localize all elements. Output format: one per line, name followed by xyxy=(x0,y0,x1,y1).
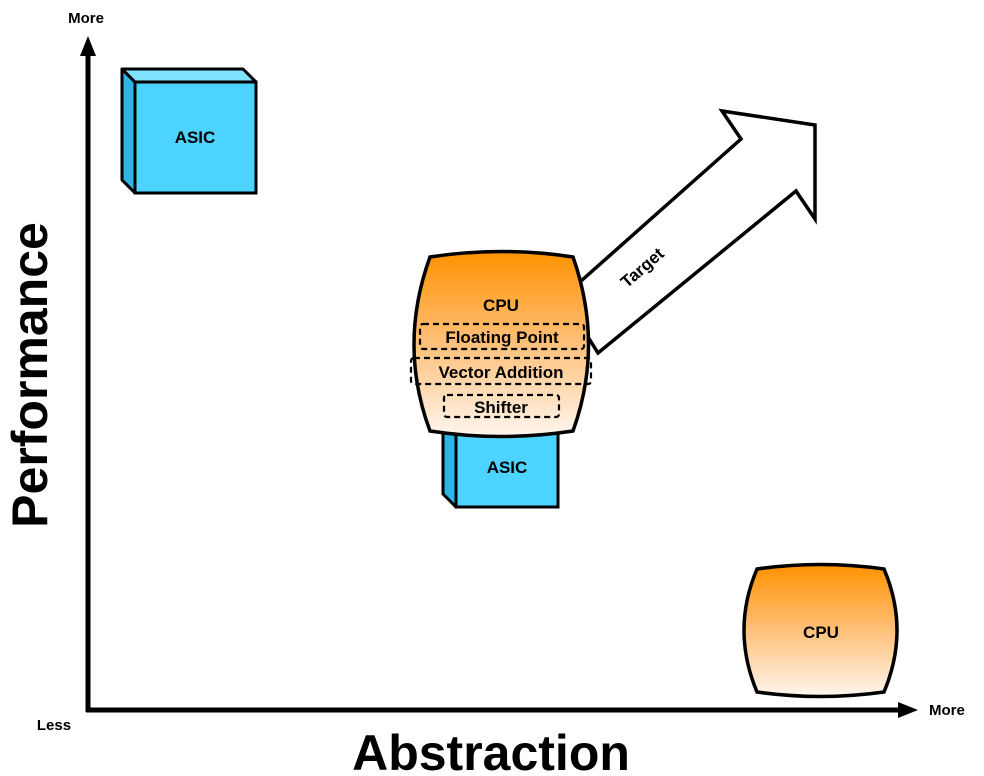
unit-vector-addition-box xyxy=(409,356,593,386)
asic-block-top-left: ASIC xyxy=(120,67,258,195)
cpu-block-bottom-right: CPU xyxy=(742,562,899,699)
cpu-bottom-right-shape xyxy=(742,562,899,699)
origin-label: Less xyxy=(37,717,71,734)
x-axis-right-label: More xyxy=(929,702,965,719)
unit-floating-point-label: Floating Point xyxy=(445,328,559,347)
target-arrow: Target xyxy=(560,108,817,356)
asic-top-left-side xyxy=(120,67,137,195)
hybrid-asic-label: ASIC xyxy=(487,458,528,477)
hybrid-cpu-shape xyxy=(412,249,591,439)
unit-shifter-box xyxy=(442,393,561,419)
cpu-bottom-right-label: CPU xyxy=(803,623,839,642)
y-axis-top-label: More xyxy=(68,10,104,27)
asic-top-left-top xyxy=(120,67,258,84)
unit-vector-addition-label: Vector Addition xyxy=(439,363,564,382)
x-axis-arrowhead xyxy=(898,702,918,718)
hybrid-cpu-label: CPU xyxy=(483,296,519,315)
axes: More More Less Performance Abstraction xyxy=(2,10,965,776)
unit-shifter-label: Shifter xyxy=(474,398,528,417)
x-axis-title: Abstraction xyxy=(352,725,630,776)
asic-top-left-front xyxy=(133,80,258,195)
y-axis-arrowhead xyxy=(80,36,96,56)
hybrid-cpu-block: CPU Floating Point Vector Addition Shift… xyxy=(409,249,593,439)
asic-top-left-label: ASIC xyxy=(175,128,216,147)
unit-floating-point-box xyxy=(418,322,586,351)
y-axis-title: Performance xyxy=(2,222,58,528)
target-arrow-shape xyxy=(560,108,817,356)
